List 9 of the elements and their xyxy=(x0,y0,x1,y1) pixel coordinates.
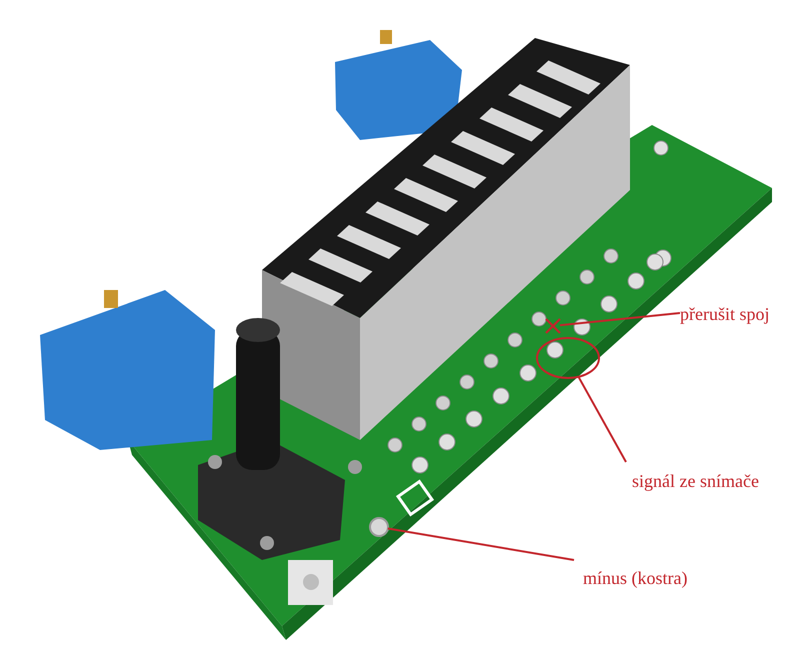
annotation-label: mínus (kostra) xyxy=(583,567,707,589)
solder-pad xyxy=(369,517,389,537)
leader-line xyxy=(560,312,680,326)
cross-mark xyxy=(545,318,561,334)
leader-line xyxy=(388,528,574,561)
annotation-label: signál ze snímače xyxy=(632,470,782,492)
annotation-label: přerušit spoj xyxy=(680,303,792,325)
highlight-ellipse xyxy=(536,337,600,379)
leader-line xyxy=(578,376,627,462)
